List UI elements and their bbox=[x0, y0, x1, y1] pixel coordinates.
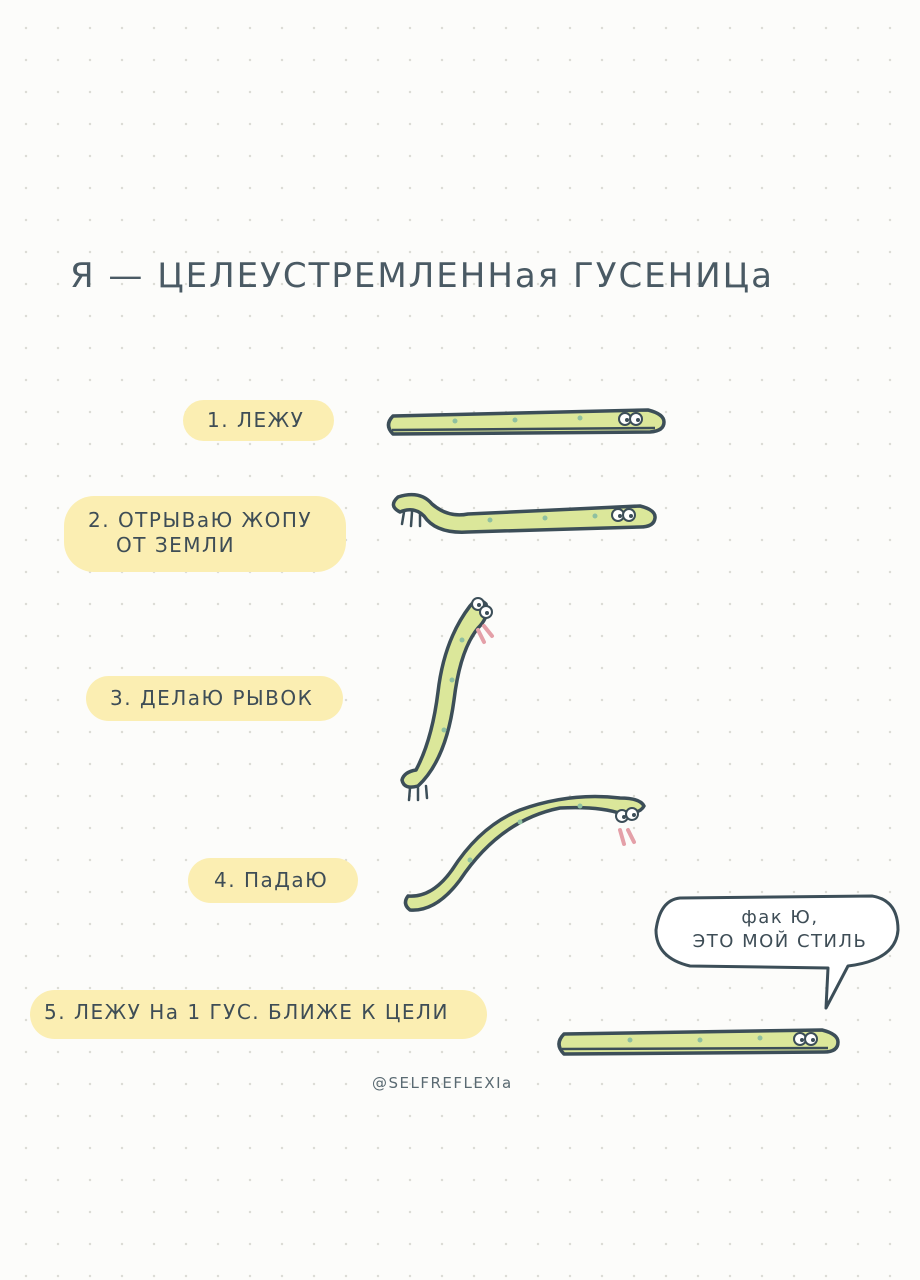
caterpillar-lying-icon bbox=[386, 408, 666, 436]
page-title: Я — ЦЕЛЕУСТРЕМЛЕННая ГУСЕНИЦа bbox=[70, 256, 774, 296]
speech-bubble-text: фак Ю, ЭТО МОЙ СТИЛЬ bbox=[672, 906, 888, 955]
caterpillar-lying-closer-icon bbox=[557, 1028, 840, 1056]
step-1-label: 1. ЛЕЖУ bbox=[183, 400, 335, 441]
step-2-line-1: 2. ОТРЫВаЮ ЖОПУ bbox=[88, 508, 313, 532]
caterpillar-falling-icon bbox=[403, 794, 646, 912]
speech-bubble-line-2: ЭТО МОЙ СТИЛЬ bbox=[692, 931, 868, 953]
speech-bubble-line-1: фак Ю, bbox=[741, 907, 819, 928]
step-4-label: 4. ПаДаЮ bbox=[188, 858, 359, 903]
speech-bubble-icon bbox=[654, 894, 900, 1010]
step-3-label: 3. ДЕЛаЮ РЫВОК bbox=[86, 676, 344, 721]
step-5-label: 5. ЛЕЖУ На 1 ГУС. БЛИЖЕ К ЦЕЛИ bbox=[30, 990, 487, 1039]
caterpillar-lifting-icon bbox=[391, 492, 657, 534]
author-credit: @SELFREFLEXIa bbox=[372, 1074, 513, 1092]
caterpillar-jumping-icon bbox=[400, 597, 494, 802]
step-2-line-2: ОТ ЗЕМЛИ bbox=[116, 533, 236, 557]
step-2-label: 2. ОТРЫВаЮ ЖОПУ ОТ ЗЕМЛИ bbox=[64, 496, 347, 572]
